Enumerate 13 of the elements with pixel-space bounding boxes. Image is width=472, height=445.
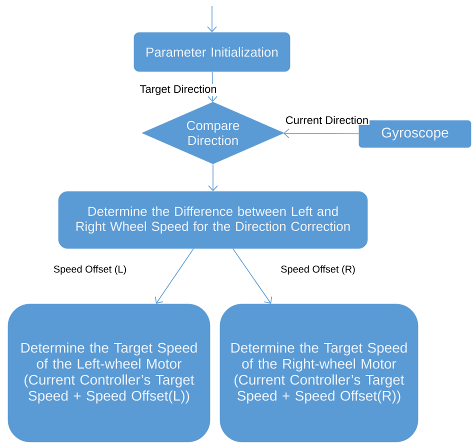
edge-label: Speed Offset (R) (280, 264, 356, 276)
process-box: Determine the Target Speed of the Left-wheel Motor (Current Controller’s Target Speed + Speed Offset(L)) (8, 304, 210, 442)
edge-label: Current Direction (284, 114, 370, 126)
arrow (155, 248, 194, 304)
arrow (283, 128, 360, 138)
arrow (208, 164, 218, 192)
edge-label: Speed Offset (L) (52, 264, 128, 276)
process-box: Determine the Target Speed of the Right-wheel Motor (Current Controller’s Target Speed + Speed Offset(R)) (220, 304, 418, 442)
edge-label: Target Direction (138, 84, 218, 96)
process-box: Parameter Initialization (134, 32, 290, 72)
process-box: Determine the Difference between Left and Right Wheel Speed for the Direction Correction (58, 191, 368, 249)
arrow (207, 6, 217, 32)
arrow (232, 248, 272, 304)
